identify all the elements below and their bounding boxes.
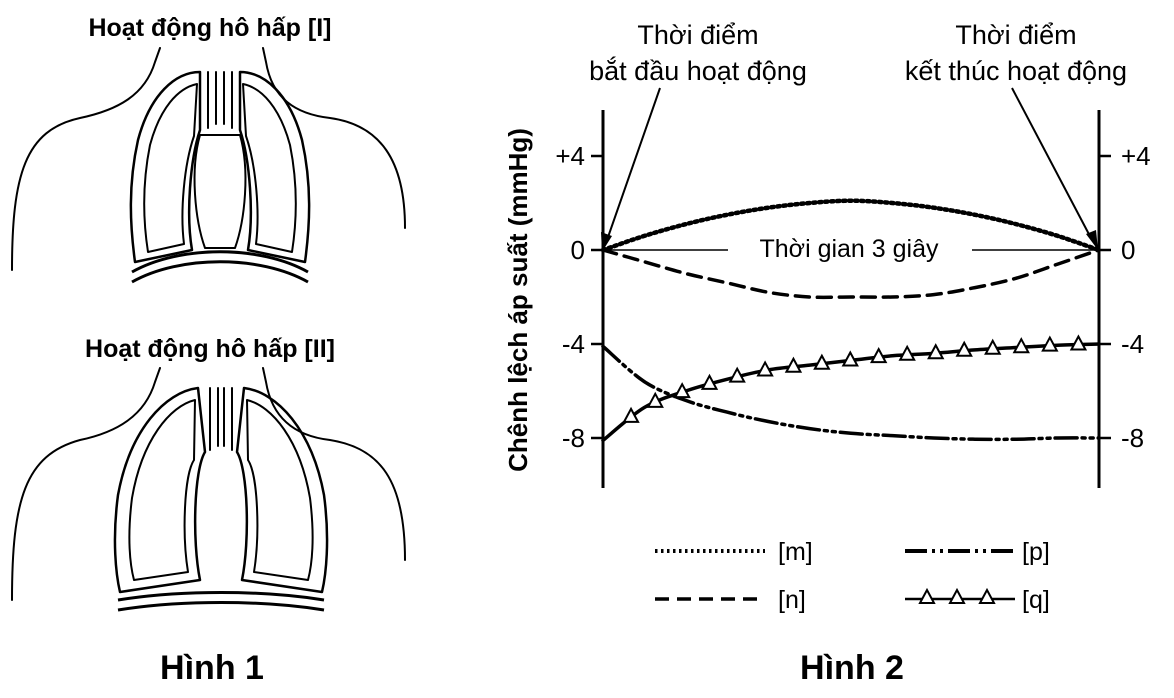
- series-q-marker: [756, 360, 774, 377]
- legend-label-m: [m]: [778, 538, 813, 566]
- fig1-caption: Hình 1: [160, 649, 264, 687]
- legend-label-p: [p]: [1022, 538, 1050, 566]
- series-q-marker: [673, 382, 691, 399]
- torso-illustration-2: [11, 367, 406, 612]
- torso-illustration-1: [11, 47, 406, 284]
- series-q-marker: [955, 340, 973, 357]
- y-axis-label: Chênh lệch áp suất (mmHg): [503, 128, 533, 472]
- series-q-marker: [813, 353, 831, 370]
- chart-series: [600, 198, 1102, 443]
- legend-label-q: [q]: [1022, 586, 1050, 614]
- series-line-p: [601, 344, 1101, 442]
- series-q-marker: [622, 406, 640, 423]
- legend-marker-q-3: [978, 587, 996, 604]
- series-line-m: [600, 198, 1102, 253]
- right-tick-label: +4: [1121, 141, 1151, 171]
- fig2-caption: Hình 2: [800, 649, 904, 687]
- left-tick-label: 0: [571, 235, 585, 265]
- series-q-marker: [1069, 334, 1088, 351]
- series-line-n: [601, 248, 1101, 300]
- series-q-marker: [984, 338, 1002, 355]
- annotation-start-line2: bắt đầu hoạt động: [589, 55, 807, 86]
- series-q-marker: [841, 350, 859, 367]
- legend-marker-q-1: [918, 587, 936, 604]
- y-ticks: +4 +4 0 0 -4 -4 -8 -8: [555, 141, 1150, 453]
- right-tick-label: -4: [1121, 329, 1144, 359]
- series-q-marker: [869, 347, 888, 364]
- series-q-marker: [1041, 335, 1059, 352]
- figure-1: Hoạt động hô hấp [I] Hoạt động hô hấp [I…: [11, 14, 406, 687]
- series-q-marker: [1012, 337, 1030, 354]
- figure-2: Thời điểm bắt đầu hoạt động Thời điểm kế…: [503, 20, 1151, 687]
- fig1-bottom-title: Hoạt động hô hấp [II]: [85, 335, 335, 363]
- left-tick-label: -4: [562, 329, 585, 359]
- right-tick-label: -8: [1121, 423, 1144, 453]
- series-q-marker: [898, 344, 916, 361]
- annotation-end-line1: Thời điểm: [955, 20, 1076, 50]
- start-pointer-arrow: [601, 87, 661, 252]
- legend-label-n: [n]: [778, 586, 806, 614]
- left-tick-label: -8: [562, 423, 585, 453]
- series-q-marker: [700, 373, 719, 390]
- annotation-end-line2: kết thúc hoạt động: [905, 56, 1127, 86]
- annotation-start-line1: Thời điểm: [637, 20, 758, 50]
- series-q-marker: [646, 391, 664, 408]
- legend-marker-q-2: [948, 587, 966, 604]
- legend: [m] [n] [p] [q]: [655, 538, 1050, 614]
- left-tick-label: +4: [555, 141, 585, 171]
- series-q-marker: [728, 366, 746, 383]
- duration-label: Thời gian 3 giây: [760, 235, 939, 263]
- series-q-marker: [927, 343, 945, 360]
- right-tick-label: 0: [1121, 235, 1135, 265]
- series-q-marker: [784, 356, 803, 373]
- fig1-top-title: Hoạt động hô hấp [I]: [88, 14, 331, 42]
- end-pointer-arrow: [1011, 87, 1098, 250]
